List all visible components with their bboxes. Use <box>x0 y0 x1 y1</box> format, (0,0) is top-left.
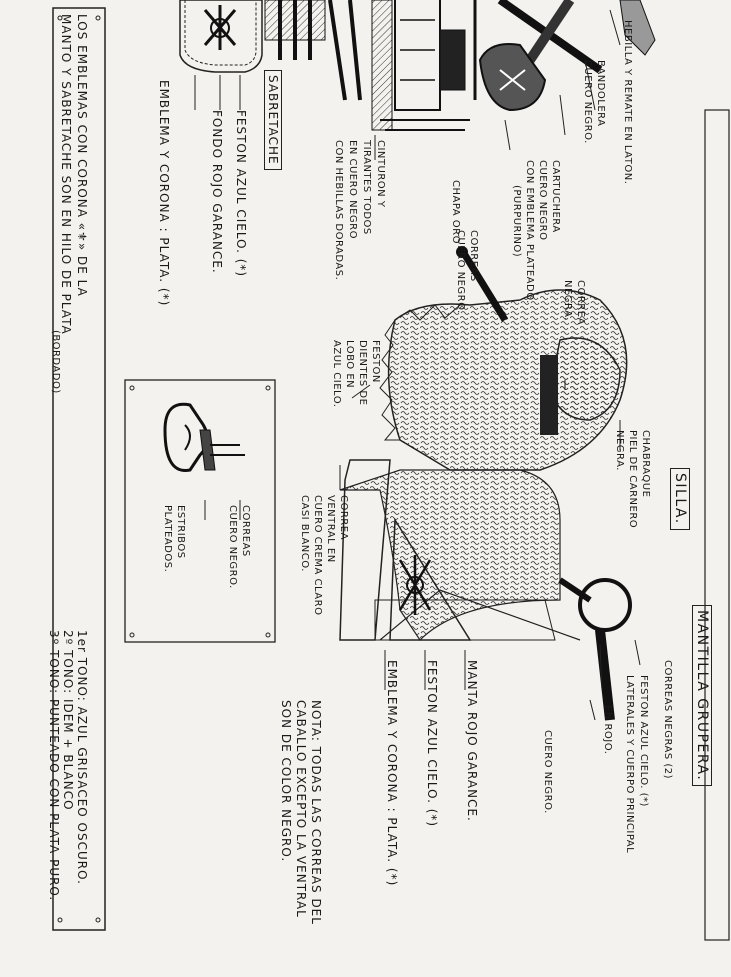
label-cartuchera-1: CARTUCHERA <box>550 160 560 233</box>
label-cinturon-3: EN CUERO NEGRO <box>347 140 357 239</box>
sabretache-drawing <box>180 0 262 72</box>
label-cartuchera-4: (PURPURINO) <box>511 185 521 257</box>
label-emblema-manta: EMBLEMA Y CORONA : PLATA. (*) <box>386 660 398 886</box>
emblem-note-line1: LOS EMBLEMAS CON CORONA «⚜» DE LA <box>76 14 88 297</box>
label-correas-negras: CORREAS NEGRAS (2) <box>662 660 672 779</box>
label-correas-1: CORREAS <box>468 230 478 282</box>
note-line3: SON DE COLOR NEGRO. <box>280 700 292 862</box>
note-line2: CABALLO EXCEPTO LA VENTRAL <box>295 700 307 918</box>
label-correas-2: CUERO NEGRO. <box>455 230 465 314</box>
label-feston-sab: FESTON AZUL CIELO. (*) <box>235 110 247 277</box>
label-chabraque-2: PIEL DE CARNERO <box>627 430 637 528</box>
label-feston-dientes-1: FESTON <box>370 340 380 383</box>
label-correa-negra-1: CORREA <box>575 280 585 325</box>
label-bandolera-2: CUERO NEGRO. <box>582 60 592 144</box>
label-ventral-2: VENTRAL EN <box>325 495 335 563</box>
label-manta: MANTA ROJO GARANCE. <box>466 660 478 822</box>
label-estribos-1: ESTRIBOS <box>175 505 185 559</box>
tone-3: 3º TONO: PUNTEADO CON PLATA PURO. <box>48 630 60 901</box>
label-chabraque-3: NEGRA. <box>614 430 624 471</box>
right-frame <box>705 110 729 940</box>
crupper-drawing <box>560 580 630 720</box>
label-fondo: FONDO ROJO GARANCE. <box>211 110 223 274</box>
label-correa-negra-2: NEGRA. <box>562 280 572 321</box>
label-correas-estribo-2: CUERO NEGRO. <box>227 505 237 589</box>
label-bandolera-1: BANDOLERA <box>595 60 605 127</box>
emblem-note-line3: (BORDADO) <box>50 330 60 394</box>
belt-straps-drawing <box>265 0 475 130</box>
label-feston-dientes-4: AZUL CIELO. <box>331 340 341 407</box>
tone-1: 1er TONO: AZUL GRISACEO OSCURO. <box>76 630 88 885</box>
label-cartuchera-3: CON EMBLEMA PLATEADO. <box>524 160 534 304</box>
label-feston-manta: FESTON AZUL CIELO. (*) <box>426 660 438 827</box>
emblem-note-line2: MANTO Y SABRETACHE SON EN HILO DE PLATA <box>60 14 72 335</box>
label-cinturon-2: TIRANTES TODOS <box>361 140 371 235</box>
tone-2: 2º TONO: IDEM + BLANCO <box>62 630 74 811</box>
label-ventral-4: CASI BLANCO. <box>299 495 309 572</box>
label-estribos-2: PLATEADOS. <box>162 505 172 572</box>
label-chabraque-1: CHABRAQUE <box>640 430 650 497</box>
title-mantilla: MANTILLA GRUPERA. <box>692 605 712 786</box>
label-cuero-negro: CUERO NEGRO. <box>542 730 552 814</box>
label-cartuchera-2: CUERO NEGRO <box>537 160 547 241</box>
title-sabretache: SABRETACHE <box>264 70 282 170</box>
label-ventral-1: CORREA <box>338 495 348 540</box>
label-feston-mant-2: LATERALES Y CUERPO PRINCIPAL <box>624 675 634 853</box>
label-ventral-3: CUERO CREMA CLARO <box>312 495 322 615</box>
label-emblema-sab: EMBLEMA Y CORONA : PLATA. (*) <box>158 80 170 306</box>
label-feston-dientes-3: LOBO EN <box>344 340 354 388</box>
title-silla: SILLA. <box>670 468 690 530</box>
label-feston-mant-3: EN ROJO. <box>602 705 612 754</box>
label-cinturon-1: CINTURON Y <box>375 140 385 207</box>
stirrup-drawing <box>165 404 245 470</box>
label-feston-dientes-2: DIENTES DE <box>357 340 367 405</box>
label-feston-mant-1: FESTON AZUL CIELO. (*) <box>638 675 648 807</box>
label-cinturon-4: CON HEBILLAS DORADAS. <box>333 140 343 280</box>
note-line1: NOTA: TODAS LAS CORREAS DEL <box>310 700 322 925</box>
label-hebilla: HEBILLA Y REMATE EN LATON. <box>622 20 632 184</box>
label-correas-estribo-1: CORREAS <box>240 505 250 557</box>
